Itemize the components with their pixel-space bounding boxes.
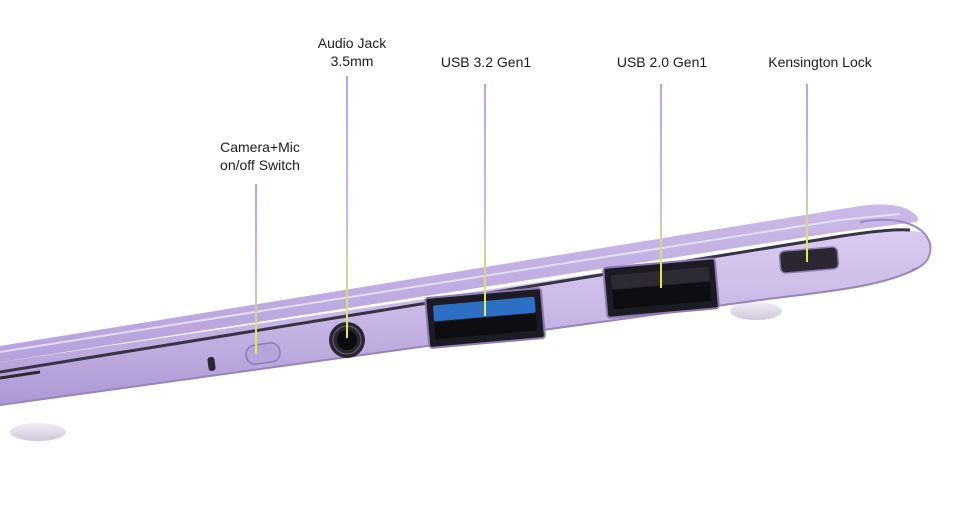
label-usb32-text: USB 3.2 Gen1 xyxy=(440,54,532,70)
audio-jack-hole xyxy=(337,330,357,350)
label-camera-switch: Camera+Mic on/off Switch xyxy=(220,138,300,174)
label-kensington: Kensington Lock xyxy=(768,53,872,71)
label-kensington-text: Kensington Lock xyxy=(768,54,872,70)
callout-line-kensington xyxy=(806,84,808,262)
hinge xyxy=(859,218,932,271)
label-usb20-text: USB 2.0 Gen1 xyxy=(616,54,708,70)
label-usb32: USB 3.2 Gen1 xyxy=(441,53,531,71)
front-seam xyxy=(0,370,41,380)
callout-line-audio xyxy=(346,76,348,338)
label-audio-line1: Audio Jack xyxy=(317,35,387,51)
camera-switch xyxy=(245,342,281,365)
label-usb20: USB 2.0 Gen1 xyxy=(617,53,707,71)
callout-line-usb20 xyxy=(660,84,662,288)
callout-line-camera xyxy=(255,184,257,354)
kensington-slot xyxy=(778,246,840,274)
label-camera-line2: on/off Switch xyxy=(220,157,300,173)
lid-highlight xyxy=(0,213,901,353)
lid-seam xyxy=(0,228,911,374)
label-camera-line1: Camera+Mic xyxy=(220,139,300,155)
callout-line-usb32 xyxy=(484,84,486,316)
rear-foot xyxy=(730,302,782,320)
front-foot xyxy=(10,423,66,441)
label-audio-line2: 3.5mm xyxy=(330,53,374,69)
status-led xyxy=(207,356,216,371)
base-bottom-edge xyxy=(0,267,919,406)
label-audio-jack: Audio Jack 3.5mm xyxy=(318,34,386,70)
